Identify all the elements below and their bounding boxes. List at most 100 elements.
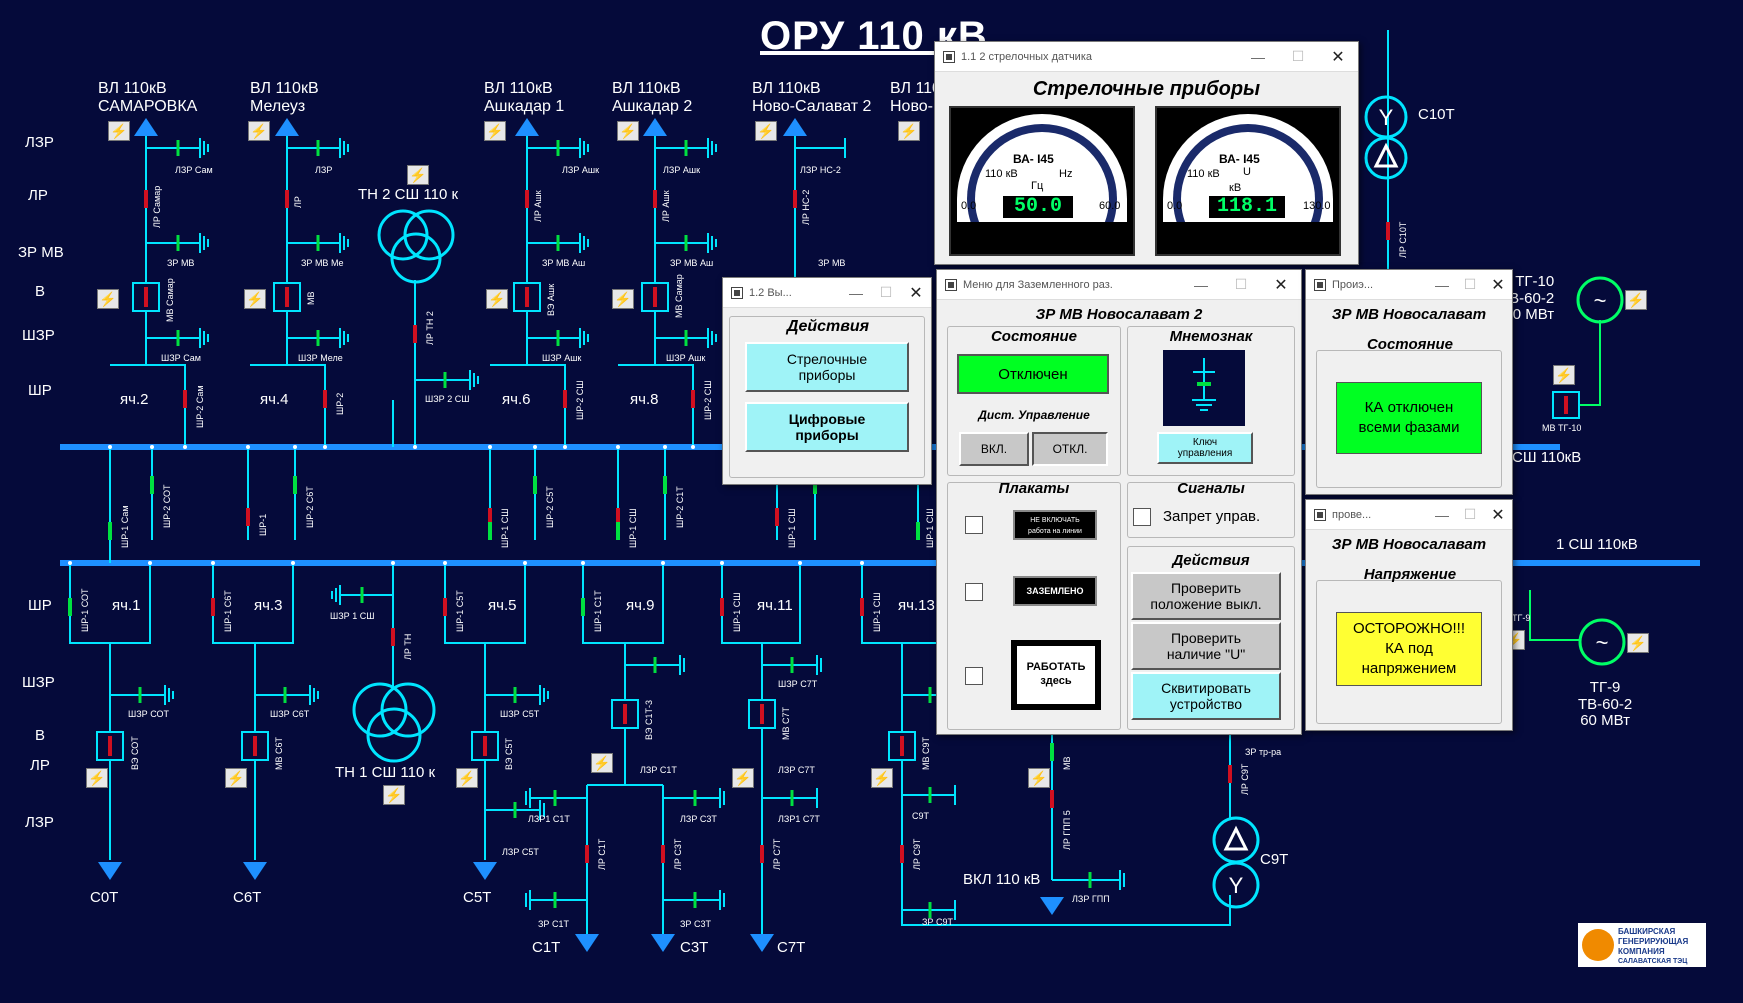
- close-button[interactable]: ✕: [1491, 506, 1505, 524]
- gauges-window[interactable]: 1.1 2 стрелочных датчика — ☐ ✕ Стрелочны…: [934, 41, 1359, 265]
- poster1-checkbox[interactable]: [965, 516, 983, 534]
- state-box-group: [1316, 350, 1502, 488]
- lightning-icon-pink[interactable]: ⚡: [732, 768, 754, 788]
- frequency-gauge: ВА- I45 110 кВ Hz Гц 0.0 60.0 50.0 Часто…: [949, 106, 1135, 256]
- window-title: 1.2 Вы...: [749, 286, 792, 299]
- lightning-icon-pink[interactable]: ⚡: [86, 768, 108, 788]
- lightning-icon[interactable]: ⚡: [108, 121, 130, 141]
- label: ЗР МВ Аш: [542, 258, 586, 268]
- lightning-icon[interactable]: ⚡: [407, 165, 429, 185]
- label: ШР-1 СШ: [628, 508, 638, 548]
- window-titlebar[interactable]: Проиэ... — ☐ ✕: [1306, 270, 1512, 300]
- window-titlebar[interactable]: 1.1 2 стрелочных датчика — ☐ ✕: [935, 42, 1358, 72]
- row-label: ШЗР: [22, 674, 55, 691]
- maximize-button[interactable]: ☐: [1291, 48, 1305, 64]
- label: ЗР МВ Ме: [301, 258, 344, 268]
- lightning-icon-pink[interactable]: ⚡: [244, 289, 266, 309]
- poster3-checkbox[interactable]: [965, 667, 983, 685]
- lightning-icon[interactable]: ⚡: [248, 121, 270, 141]
- lightning-icon-pink[interactable]: ⚡: [456, 768, 478, 788]
- poster2-checkbox[interactable]: [965, 583, 983, 601]
- label: ШР-1 Сам: [120, 505, 130, 548]
- maximize-button[interactable]: ☐: [1234, 276, 1248, 292]
- block-control-checkbox[interactable]: [1133, 508, 1151, 526]
- grounding-menu-window[interactable]: Меню для Заземленного раз. — ☐ ✕ ЗР МВ Н…: [936, 269, 1302, 735]
- lightning-icon[interactable]: ⚡: [484, 121, 506, 141]
- close-button[interactable]: ✕: [1274, 276, 1288, 294]
- state-sub: Состояние: [1366, 336, 1454, 353]
- lightning-icon[interactable]: ⚡: [1627, 633, 1649, 653]
- ground-symbol-icon: [1163, 350, 1245, 426]
- minimize-button[interactable]: —: [1435, 276, 1449, 293]
- lightning-icon[interactable]: ⚡: [617, 121, 639, 141]
- off-button[interactable]: ОТКЛ.: [1032, 432, 1108, 466]
- lightning-icon[interactable]: ⚡: [898, 121, 920, 141]
- lightning-icon[interactable]: ⚡: [1625, 290, 1647, 310]
- lightning-icon[interactable]: ⚡: [755, 121, 777, 141]
- lightning-icon-pink[interactable]: ⚡: [612, 289, 634, 309]
- maximize-button[interactable]: ☐: [879, 284, 893, 300]
- label: ЗР МВ: [167, 258, 195, 268]
- label: ЛР: [293, 196, 303, 208]
- lightning-icon-pink[interactable]: ⚡: [486, 289, 508, 309]
- label: ШР-2 Сам: [195, 385, 205, 428]
- close-button[interactable]: ✕: [1331, 48, 1345, 66]
- label: ШЗР С5Т: [500, 709, 540, 719]
- state-group: [947, 326, 1121, 476]
- label: ЛЗР С5Т: [502, 847, 539, 857]
- menu-actions-group: [1127, 546, 1295, 730]
- label: ЛЗР Сам: [175, 165, 213, 175]
- label: ШР-1 СШ: [732, 592, 742, 632]
- minimize-button[interactable]: —: [1194, 276, 1208, 293]
- lightning-icon-pink[interactable]: ⚡: [1553, 365, 1575, 385]
- window-titlebar[interactable]: Меню для Заземленного раз. — ☐ ✕: [937, 270, 1301, 300]
- cell-label: яч.13: [898, 597, 935, 614]
- on-button[interactable]: ВКЛ.: [959, 432, 1029, 466]
- label: ШР-1 С6Т: [223, 590, 233, 632]
- svg-text:~: ~: [1596, 630, 1609, 655]
- label: ШР-1 СШ: [925, 508, 935, 548]
- app-icon: [1314, 278, 1326, 291]
- label: МВ ТГ-10: [1542, 423, 1582, 433]
- label: ЗР МВ Аш: [670, 258, 714, 268]
- window-titlebar[interactable]: прове... — ☐ ✕: [1306, 500, 1512, 530]
- label: ЛР С9Т: [1240, 763, 1250, 795]
- minimize-button[interactable]: —: [1251, 48, 1265, 65]
- lightning-icon-pink[interactable]: ⚡: [97, 289, 119, 309]
- voltage-window[interactable]: прове... — ☐ ✕ ЗР МВ Новосалават Напряже…: [1305, 499, 1513, 731]
- label: ЛР ТН: [403, 633, 413, 660]
- maximize-button[interactable]: ☐: [1463, 276, 1477, 292]
- app-icon: [731, 286, 743, 299]
- lightning-icon-pink[interactable]: ⚡: [591, 753, 613, 773]
- lightning-icon-pink[interactable]: ⚡: [225, 768, 247, 788]
- signals-group: [1127, 482, 1295, 538]
- state-window[interactable]: Проиэ... — ☐ ✕ ЗР МВ Новосалават Состоян…: [1305, 269, 1513, 495]
- close-button[interactable]: ✕: [909, 284, 923, 302]
- maximize-button[interactable]: ☐: [1463, 506, 1477, 522]
- label: ЛЗР1 С1Т: [528, 814, 570, 824]
- cell-label: яч.2: [120, 391, 149, 408]
- lightning-icon[interactable]: ⚡: [383, 785, 405, 805]
- minimize-button[interactable]: —: [1435, 506, 1449, 523]
- lightning-icon-pink[interactable]: ⚡: [1028, 768, 1050, 788]
- label: ШЗР Ашк: [542, 353, 582, 363]
- lightning-icon-pink[interactable]: ⚡: [871, 768, 893, 788]
- label: ЛЗР1 С7Т: [778, 814, 820, 824]
- window-titlebar[interactable]: 1.2 Вы... — ☐ ✕: [723, 278, 931, 308]
- minimize-button[interactable]: —: [849, 284, 863, 301]
- close-button[interactable]: ✕: [1491, 276, 1505, 294]
